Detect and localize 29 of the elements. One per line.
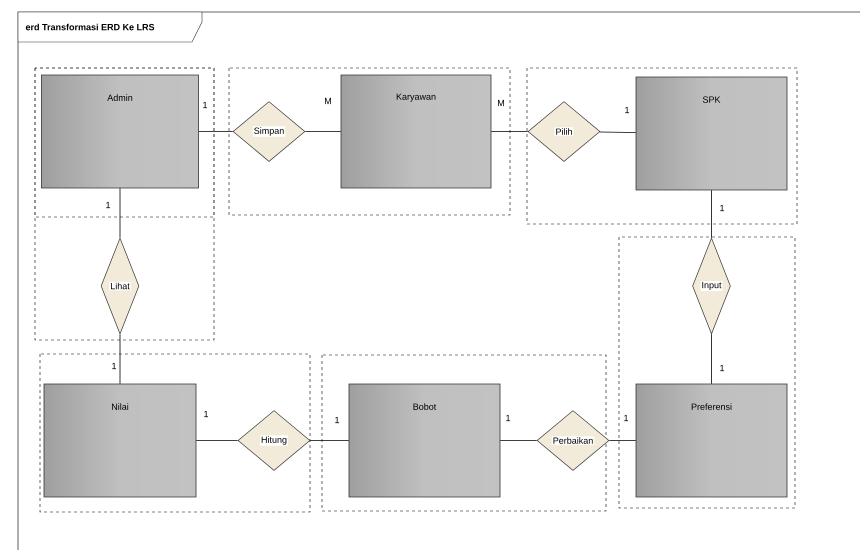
cardinality-label: 1 — [335, 416, 340, 424]
connector-line — [608, 440, 636, 441]
entity-box: Karyawan — [340, 74, 492, 188]
entity-box: Preferensi — [636, 384, 788, 498]
cardinality-label: M — [498, 100, 504, 106]
entity-box: Bobot — [348, 384, 500, 498]
connector-line — [711, 190, 712, 238]
connector-line — [198, 131, 234, 132]
cardinality-label: 1 — [106, 202, 110, 208]
entity-box: Admin — [41, 74, 199, 188]
cardinality-label: 1 — [204, 410, 208, 418]
connector-line — [304, 131, 341, 132]
cardinality-label: 1 — [506, 414, 510, 422]
cardinality-label: 1 — [112, 362, 116, 370]
connector-line — [491, 131, 528, 132]
title-tab: erd Transformasi ERD Ke LRS — [18, 12, 202, 42]
cardinality-label: 1 — [720, 204, 724, 212]
connector-line — [599, 132, 636, 133]
connector-line — [500, 440, 538, 441]
cardinality-label: 1 — [720, 364, 724, 372]
cardinality-label: 1 — [625, 106, 630, 114]
cardinality-label: 1 — [624, 414, 628, 422]
connector-line — [310, 440, 349, 441]
entity-box: SPK — [636, 76, 788, 190]
entity-box: Nilai — [44, 384, 196, 498]
connector-line — [196, 440, 238, 441]
cardinality-label: 1 — [203, 102, 208, 108]
connector-line — [711, 334, 712, 384]
cardinality-label: M — [325, 98, 332, 104]
